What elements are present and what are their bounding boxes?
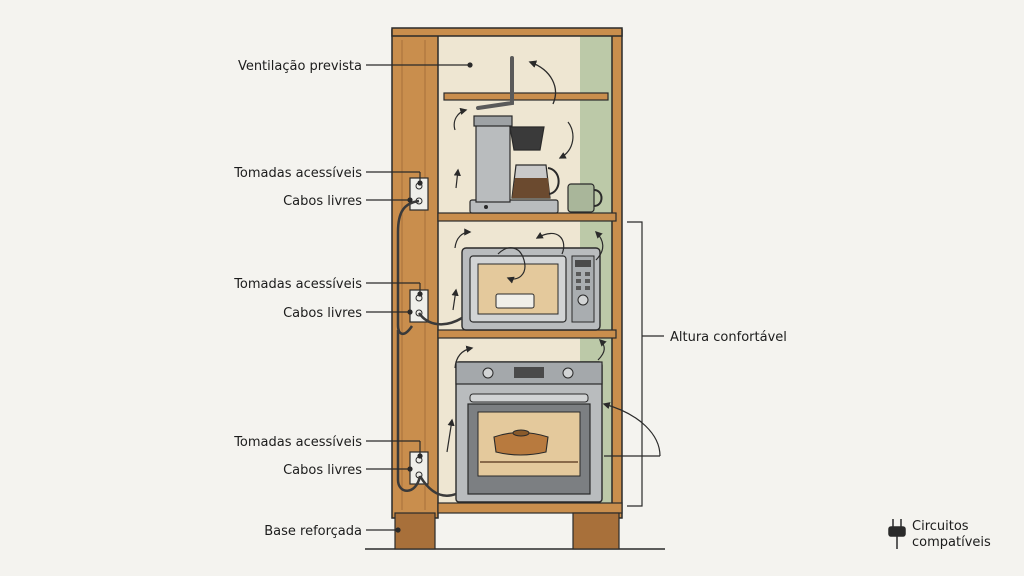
shelf-1: [437, 212, 617, 222]
microwave: [461, 232, 601, 331]
outlet-mid: [409, 289, 429, 323]
label-comfort-height: Altura confortável: [670, 330, 787, 345]
label-outlets-top: Tomadas acessíveis: [233, 166, 362, 181]
leader-lines: [366, 62, 473, 533]
outlet-bottom: [409, 451, 429, 485]
legend-line-2: compatíveis: [912, 535, 991, 550]
mug: [567, 183, 603, 213]
label-ventilation: Ventilação prevista: [238, 59, 362, 74]
label-base: Base reforçada: [264, 524, 362, 539]
base-leg-right: [572, 512, 620, 550]
label-cables-top: Cabos livres: [283, 194, 362, 209]
comfort-height-bracket: [627, 221, 643, 507]
shelf-vent: [443, 92, 609, 101]
coffee-maker: [469, 115, 560, 214]
shelf-2: [437, 329, 617, 339]
plug-icon: [888, 519, 906, 549]
legend: Circuitos compatíveis: [888, 519, 991, 550]
label-cables-bottom: Cabos livres: [283, 463, 362, 478]
ventilation-flap: [476, 56, 557, 110]
shelf-bottom: [437, 502, 623, 514]
label-outlets-mid: Tomadas acessíveis: [233, 277, 362, 292]
cables: [396, 199, 463, 497]
base-leg-left: [394, 512, 436, 550]
label-outlets-bottom: Tomadas acessíveis: [233, 435, 362, 450]
label-cables-mid: Cabos livres: [283, 306, 362, 321]
cabinet-top: [391, 27, 623, 37]
oven: [455, 361, 603, 503]
side-panel-right: [611, 29, 623, 519]
legend-line-1: Circuitos: [912, 519, 969, 534]
